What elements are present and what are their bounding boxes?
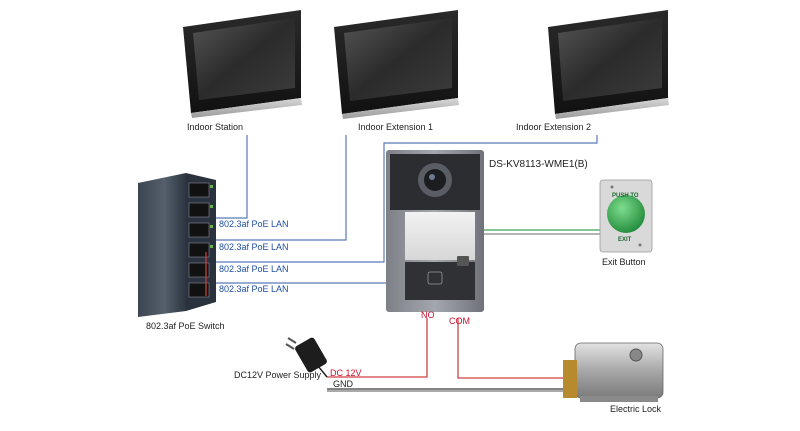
dc12v-label: DC 12V <box>330 368 362 378</box>
door-station-device <box>386 150 484 312</box>
no-terminal-label: NO <box>421 310 435 320</box>
indoor-extension-1-monitor <box>334 10 459 119</box>
poe-lan-4-label: 802.3af PoE LAN <box>219 284 289 294</box>
exit-button-bottom-text: EXIT <box>618 237 632 243</box>
power-supply-label: DC12V Power Supply <box>234 370 322 380</box>
electric-lock-device <box>563 342 664 402</box>
poe-lan-2-label: 802.3af PoE LAN <box>219 242 289 252</box>
poe-switch-label: 802.3af PoE Switch <box>146 321 225 331</box>
exit-button-label: Exit Button <box>602 257 646 267</box>
exit-button-top-text: PUSH TO <box>612 193 639 199</box>
indoor-station-label: Indoor Station <box>187 122 244 132</box>
poe-lan-1-label: 802.3af PoE LAN <box>219 219 289 229</box>
indoor-station-monitor <box>183 10 302 118</box>
door-station-label: DS-KV8113-WME1(B) <box>489 159 588 170</box>
lock-power-wires <box>327 318 580 392</box>
poe-lan-3-label: 802.3af PoE LAN <box>219 264 289 274</box>
exit-button-device <box>599 179 653 253</box>
indoor-extension-2-monitor <box>548 10 669 119</box>
com-terminal-label: COM <box>449 316 470 326</box>
indoor-extension-2-label: Indoor Extension 2 <box>516 122 592 132</box>
power-supply-device <box>285 337 328 378</box>
indoor-extension-1-label: Indoor Extension 1 <box>358 122 434 132</box>
electric-lock-label: Electric Lock <box>610 404 662 414</box>
gnd-label: GND <box>333 379 353 389</box>
poe-switch-device <box>138 173 216 317</box>
exit-button-wires <box>484 229 600 235</box>
